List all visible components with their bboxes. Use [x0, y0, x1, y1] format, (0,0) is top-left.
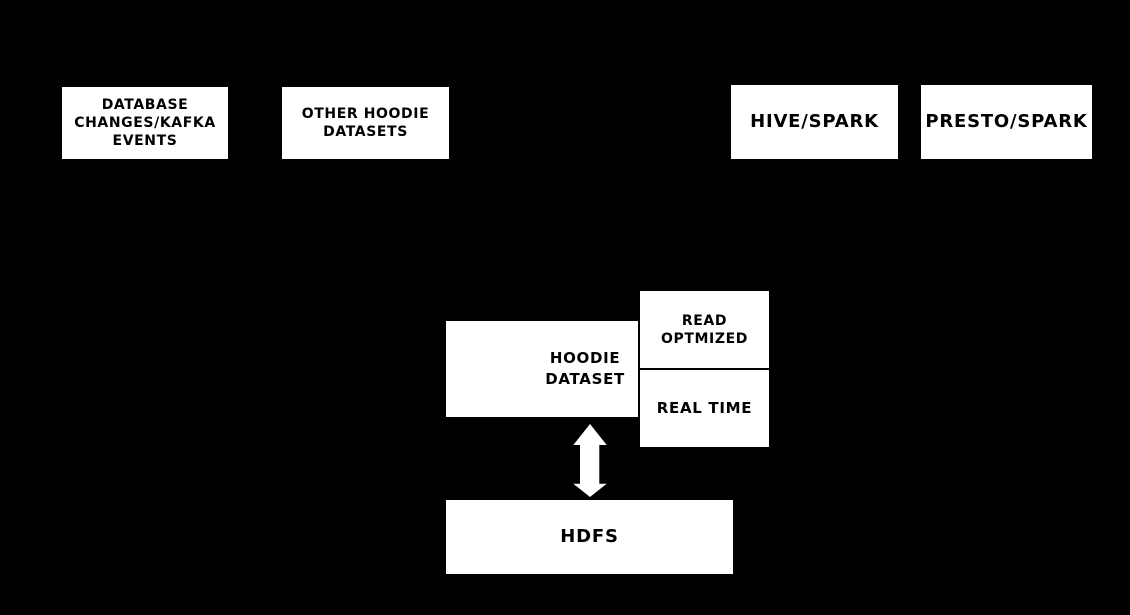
- node-hoodie-dataset: HOODIE DATASET: [446, 321, 638, 417]
- node-label-line: DATASETS: [323, 124, 408, 140]
- node-database-changes: DATABASE CHANGES/KAFKA EVENTS: [62, 87, 228, 159]
- node-label: PRESTO/SPARK: [925, 111, 1088, 132]
- node-label-line: DATASET: [545, 370, 625, 388]
- node-label-line: READ: [681, 312, 728, 329]
- node-label: HIVE/SPARK: [750, 111, 879, 132]
- node-label: HDFS: [560, 526, 619, 547]
- node-label-line: HOODIE: [549, 349, 621, 367]
- node-real-time: REAL TIME: [640, 370, 769, 447]
- double-arrow-icon: [573, 424, 607, 497]
- node-hdfs: HDFS: [446, 500, 733, 574]
- node-label-line: OPTMIZED: [661, 330, 748, 347]
- node-read-optmized: READ OPTMIZED: [640, 291, 769, 368]
- node-label-line: CHANGES/KAFKA: [74, 115, 216, 131]
- node-label-line: DATABASE: [101, 97, 189, 113]
- node-label: REAL TIME: [656, 399, 753, 417]
- node-label-line: OTHER HOODIE: [301, 106, 430, 122]
- node-hive-spark: HIVE/SPARK: [731, 85, 898, 159]
- node-presto-spark: PRESTO/SPARK: [921, 85, 1092, 159]
- node-other-hoodie-datasets: OTHER HOODIE DATASETS: [282, 87, 449, 159]
- node-label-line: EVENTS: [112, 133, 178, 149]
- double-arrow-shape: [573, 424, 607, 497]
